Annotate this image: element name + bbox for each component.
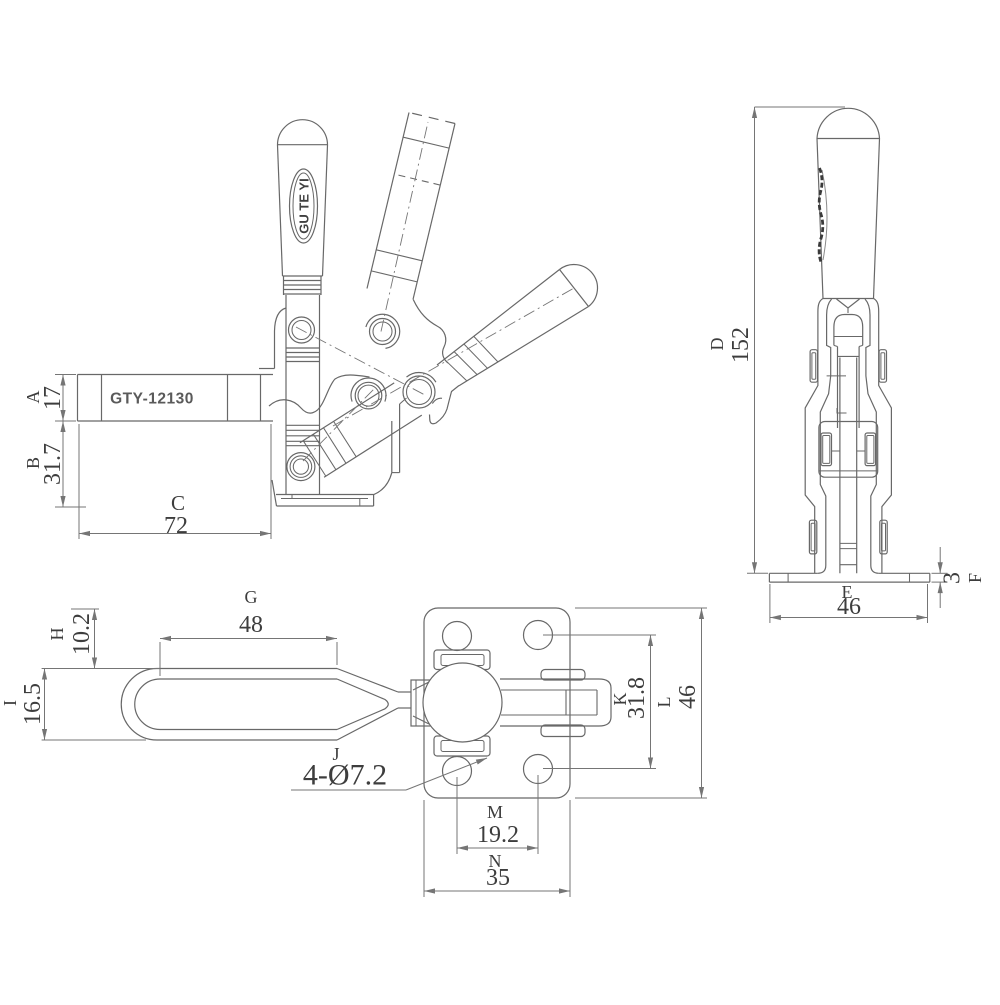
svg-text:35: 35 [486, 865, 510, 891]
svg-text:19.2: 19.2 [477, 822, 519, 848]
svg-text:F: F [965, 573, 985, 583]
svg-text:48: 48 [239, 612, 263, 638]
svg-text:3: 3 [940, 572, 966, 584]
svg-text:H: H [47, 628, 67, 641]
svg-text:M: M [487, 802, 503, 822]
svg-text:72: 72 [164, 513, 188, 539]
svg-text:16.5: 16.5 [20, 683, 46, 725]
svg-text:GU TE YI: GU TE YI [297, 178, 312, 233]
svg-text:17: 17 [40, 386, 66, 410]
svg-text:GTY-12130: GTY-12130 [110, 391, 194, 408]
svg-text:C: C [171, 491, 185, 515]
svg-text:152: 152 [728, 327, 754, 363]
svg-text:K: K [610, 693, 630, 706]
svg-text:10.2: 10.2 [69, 613, 95, 655]
svg-text:A: A [23, 391, 43, 404]
svg-text:4-Ø7.2: 4-Ø7.2 [303, 759, 387, 792]
svg-text:N: N [489, 851, 502, 871]
svg-text:J: J [332, 744, 339, 764]
svg-text:I: I [0, 700, 20, 706]
svg-text:D: D [707, 338, 727, 351]
svg-text:L: L [654, 697, 674, 708]
svg-text:31.8: 31.8 [624, 677, 650, 719]
svg-text:G: G [245, 587, 258, 607]
svg-text:46: 46 [837, 594, 861, 620]
svg-text:B: B [23, 457, 43, 469]
svg-text:46: 46 [675, 685, 701, 709]
svg-text:E: E [842, 582, 853, 602]
svg-text:31.7: 31.7 [40, 443, 66, 485]
